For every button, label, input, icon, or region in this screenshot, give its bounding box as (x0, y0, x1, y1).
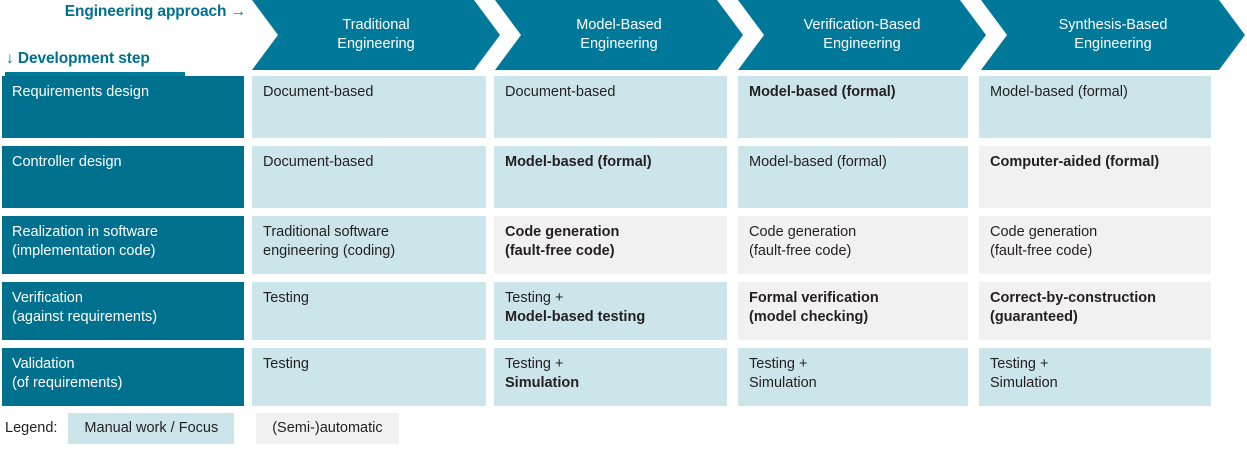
development-step-cell-5: Validation (of requirements) (2, 348, 244, 406)
matrix-cell-r3-c4: Code generation (fault-free code) (979, 216, 1211, 274)
matrix-cell-r2-c1: Document-based (252, 146, 486, 208)
legend: Legend: Manual work / Focus (Semi-)automa… (0, 412, 1247, 444)
matrix-cell-r2-c3: Model-based (formal) (738, 146, 968, 208)
matrix-cell-line1: Testing + (749, 356, 808, 372)
development-step-line2: (against requirements) (12, 309, 158, 326)
column-header-line2: Engineering (580, 36, 658, 52)
matrix-cell-line2: Simulation (749, 375, 817, 392)
matrix-cell-r3-c2: Code generation (fault-free code) (494, 216, 727, 274)
column-header-line1: Model-Based (576, 17, 662, 34)
development-step-cell-3: Realization in software (implementation c… (2, 216, 244, 274)
legend-items: Manual work / Focus (Semi-)automatic (68, 412, 399, 444)
development-step-line1: Controller design (12, 154, 122, 170)
matrix-cell-r1-c2: Document-based (494, 76, 727, 138)
matrix-cell-line1: Document-based (263, 84, 374, 100)
development-step-line1: Validation (12, 356, 75, 372)
table-row: Validation (of requirements) Testing Testin… (0, 348, 1247, 406)
axis-label-group: Engineering approach → ↓ Development ste… (0, 0, 252, 76)
matrix-cell-r1-c1: Document-based (252, 76, 486, 138)
column-header-line1: Synthesis-Based (1058, 17, 1168, 34)
development-step-cell-4: Verification (against requirements) (2, 282, 244, 340)
matrix-cell-line1: Code generation (505, 224, 620, 240)
matrix-cell-line2: Simulation (505, 375, 580, 392)
matrix-cell-line1: Document-based (263, 154, 374, 170)
table-row: Requirements design Document-based Documen… (0, 76, 1247, 138)
column-header-line1: Verification-Based (803, 17, 921, 34)
matrix-cell-line2: Simulation (990, 375, 1058, 392)
matrix-cell-r4-c2: Testing + Model-based testing (494, 282, 727, 340)
engineering-approach-axis-label: Engineering approach → (64, 3, 246, 20)
legend-label: Legend: (5, 420, 58, 436)
development-step-line1: Realization in software (12, 224, 158, 240)
matrix-cell-r4-c1: Testing (252, 282, 486, 340)
matrix-cell-line1: Testing + (990, 356, 1049, 372)
matrix-cell-line1: Document-based (505, 84, 616, 100)
development-step-cell-1: Requirements design (2, 76, 244, 138)
matrix-cell-line1: Testing (263, 290, 309, 306)
column-header-line2: Engineering (1074, 36, 1152, 52)
matrix-cell-r5-c3: Testing + Simulation (738, 348, 968, 406)
matrix-cell-line1: Code generation (749, 224, 857, 240)
header-band: Engineering approach → ↓ Development ste… (0, 0, 1247, 76)
matrix-cell-r4-c4: Correct-by-construction (guaranteed) (979, 282, 1211, 340)
development-step-line2: (implementation code) (12, 243, 156, 260)
matrix-cell-line1: Computer-aided (formal) (990, 154, 1160, 170)
legend-swatch-manual: Manual work / Focus (68, 412, 235, 444)
matrix-cell-line2: Model-based testing (505, 309, 646, 326)
matrix-cell-line2: (model checking) (749, 309, 869, 326)
matrix-cell-r2-c4: Computer-aided (formal) (979, 146, 1211, 208)
matrix-cell-line1: Model-based (formal) (990, 84, 1128, 100)
column-header-line1: Traditional (342, 17, 410, 34)
table-row: Controller design Document-based Model-bas… (0, 146, 1247, 208)
matrix-cell-r1-c4: Model-based (formal) (979, 76, 1211, 138)
development-step-axis-label: ↓ Development step (6, 50, 150, 67)
matrix-cell-line1: Testing + (505, 356, 564, 372)
matrix-cell-line1: Formal verification (749, 290, 879, 306)
column-header-line2: Engineering (823, 36, 901, 52)
matrix-cell-line2: (guaranteed) (990, 309, 1078, 326)
matrix-cell-r1-c3: Model-based (formal) (738, 76, 968, 138)
matrix-cell-line1: Model-based (formal) (749, 154, 887, 170)
matrix-cell-line1: Testing (263, 356, 309, 372)
column-header-line2: Engineering (337, 36, 415, 52)
matrix-cell-line2: (fault-free code) (990, 243, 1093, 260)
matrix-cell-r5-c1: Testing (252, 348, 486, 406)
development-step-axis-bar (5, 72, 185, 76)
matrix-cell-r3-c3: Code generation (fault-free code) (738, 216, 968, 274)
matrix-cell-line1: Correct-by-construction (990, 290, 1156, 306)
matrix-cell-r5-c4: Testing + Simulation (979, 348, 1211, 406)
matrix-cell-line1: Testing + (505, 290, 564, 306)
legend-swatch-auto: (Semi-)automatic (256, 412, 399, 444)
matrix-cell-line1: Model-based (formal) (505, 154, 652, 170)
matrix-cell-r2-c2: Model-based (formal) (494, 146, 727, 208)
matrix-cell-r3-c1: Traditional software engineering (coding) (252, 216, 486, 274)
development-step-line2: (of requirements) (12, 375, 123, 392)
development-step-line1: Requirements design (12, 84, 150, 100)
matrix-cell-r4-c3: Formal verification (model checking) (738, 282, 968, 340)
matrix-cell-line2: engineering (coding) (263, 243, 396, 260)
matrix-cell-line1: Traditional software (263, 224, 389, 240)
table-row: Verification (against requirements) Testin… (0, 282, 1247, 340)
matrix-cell-line2: (fault-free code) (505, 243, 615, 260)
matrix-cell-r5-c2: Testing + Simulation (494, 348, 727, 406)
matrix-cell-line2: (fault-free code) (749, 243, 852, 260)
matrix-cell-line1: Code generation (990, 224, 1098, 240)
matrix-cell-line1: Model-based (formal) (749, 84, 896, 100)
development-step-line1: Verification (12, 290, 83, 306)
development-step-cell-2: Controller design (2, 146, 244, 208)
table-row: Realization in software (implementation c… (0, 216, 1247, 274)
